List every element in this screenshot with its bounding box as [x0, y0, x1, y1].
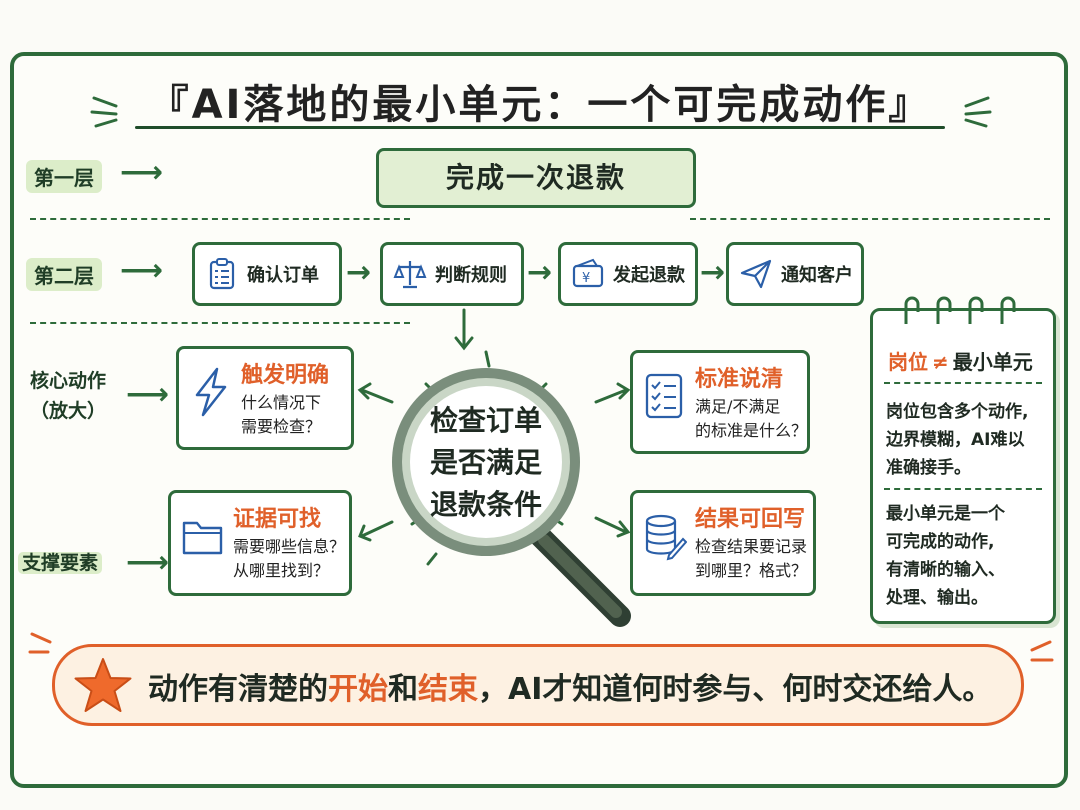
notebook-para-1: 岗位包含多个动作,边界模糊，AI难以准确接手。: [886, 402, 1029, 478]
paper-plane-icon: [740, 259, 772, 289]
spark-left: [90, 96, 118, 128]
arrow-down-to-core: [454, 308, 474, 351]
balance-scale-icon: [393, 261, 427, 289]
core-line-2: 是否满足: [429, 446, 542, 479]
checklist-icon: [645, 373, 683, 419]
banner-spark-left: [28, 632, 52, 654]
core-line-1: 检查订单: [429, 404, 542, 437]
lightning-icon: [195, 367, 227, 417]
notebook-note: [870, 308, 1056, 624]
arrow-step-1: →: [346, 255, 372, 290]
core-label: 核心动作: [29, 370, 106, 392]
conclusion-banner: [52, 644, 1024, 726]
card-title: 标准说清: [695, 367, 784, 392]
card-desc: 什么情况下需要检查？: [241, 393, 322, 436]
svg-text:¥: ¥: [582, 271, 590, 286]
core-action-text: 检查订单 是否满足 退款条件: [418, 400, 554, 526]
spark-right: [964, 96, 992, 128]
step-confirm-order: 确认订单: [192, 242, 342, 306]
layer-label-core: 核心动作 （放大）: [22, 366, 114, 426]
card-evidence: 证据可找 需要哪些信息？从哪里找到？: [168, 490, 352, 596]
card-title: 触发明确: [241, 363, 330, 388]
card-desc: 满足/不满足的标准是什么？: [695, 397, 808, 440]
arrow-to-standard: [594, 382, 631, 404]
arrow-to-evidence: [358, 520, 394, 542]
card-trigger: 触发明确 什么情况下需要检查？: [176, 346, 354, 450]
magnifying-glass-icon: [392, 350, 631, 627]
card-title: 证据可找: [233, 507, 322, 532]
step-initiate-refund: ¥ 发起退款: [558, 242, 698, 306]
arrow-first: ⟶: [120, 155, 164, 190]
arrow-to-trigger: [357, 382, 394, 404]
divider-1a: [30, 218, 410, 220]
notebook-divider-2: [884, 488, 1042, 490]
arrow-step-3: →: [700, 255, 726, 290]
layer-label-second: 第二层: [26, 258, 102, 291]
divider-1b: [690, 218, 1050, 220]
database-pencil-icon: [645, 514, 687, 561]
card-standard: 标准说清 满足/不满足的标准是什么？: [630, 350, 810, 454]
conclusion-text: 动作有清楚的开始和结束，AI才知道何时参与、何时交还给人。: [148, 672, 993, 707]
notebook-para-2: 最小单元是一个可完成的动作,有清晰的输入、处理、输出。: [886, 504, 1005, 608]
yen-wallet-icon: ¥: [572, 258, 604, 288]
notebook-heading: 岗位≠最小单元: [888, 350, 1033, 374]
star-icon: [74, 658, 132, 712]
title-underline: [135, 126, 945, 129]
arrow-core: ⟶: [126, 377, 170, 412]
card-title: 结果可回写: [695, 507, 806, 532]
layer-label-first: 第一层: [26, 160, 102, 193]
step-label: 发起退款: [613, 265, 685, 286]
layer-label-support: 支撑要素: [18, 548, 103, 578]
folder-icon: [182, 521, 223, 555]
card-result: 结果可回写 检查结果要记录到哪里？格式？: [630, 490, 816, 596]
notebook-rings: [904, 296, 1016, 324]
card-desc: 检查结果要记录到哪里？格式？: [695, 537, 808, 580]
core-sub-label: （放大）: [29, 400, 106, 422]
step-label: 通知客户: [781, 265, 853, 286]
card-desc: 需要哪些信息？从哪里找到？: [233, 537, 346, 580]
banner-spark-right: [1030, 640, 1054, 662]
step-notify-customer: 通知客户: [726, 242, 864, 306]
arrow-to-result: [594, 516, 631, 538]
clipboard-checklist-icon: [209, 258, 235, 290]
step-judge-rules: 判断规则: [380, 242, 524, 306]
arrow-support: ⟶: [126, 545, 170, 580]
step-label: 确认订单: [247, 265, 319, 286]
notebook-divider-1: [884, 382, 1042, 384]
page-title: 『AI落地的最小单元：一个可完成动作』: [148, 82, 932, 128]
arrow-second: ⟶: [120, 253, 164, 288]
divider-2: [30, 322, 410, 324]
task-box: 完成一次退款: [376, 148, 696, 208]
step-label: 判断规则: [435, 265, 507, 286]
core-line-3: 退款条件: [429, 488, 542, 521]
arrow-step-2: →: [527, 255, 553, 290]
